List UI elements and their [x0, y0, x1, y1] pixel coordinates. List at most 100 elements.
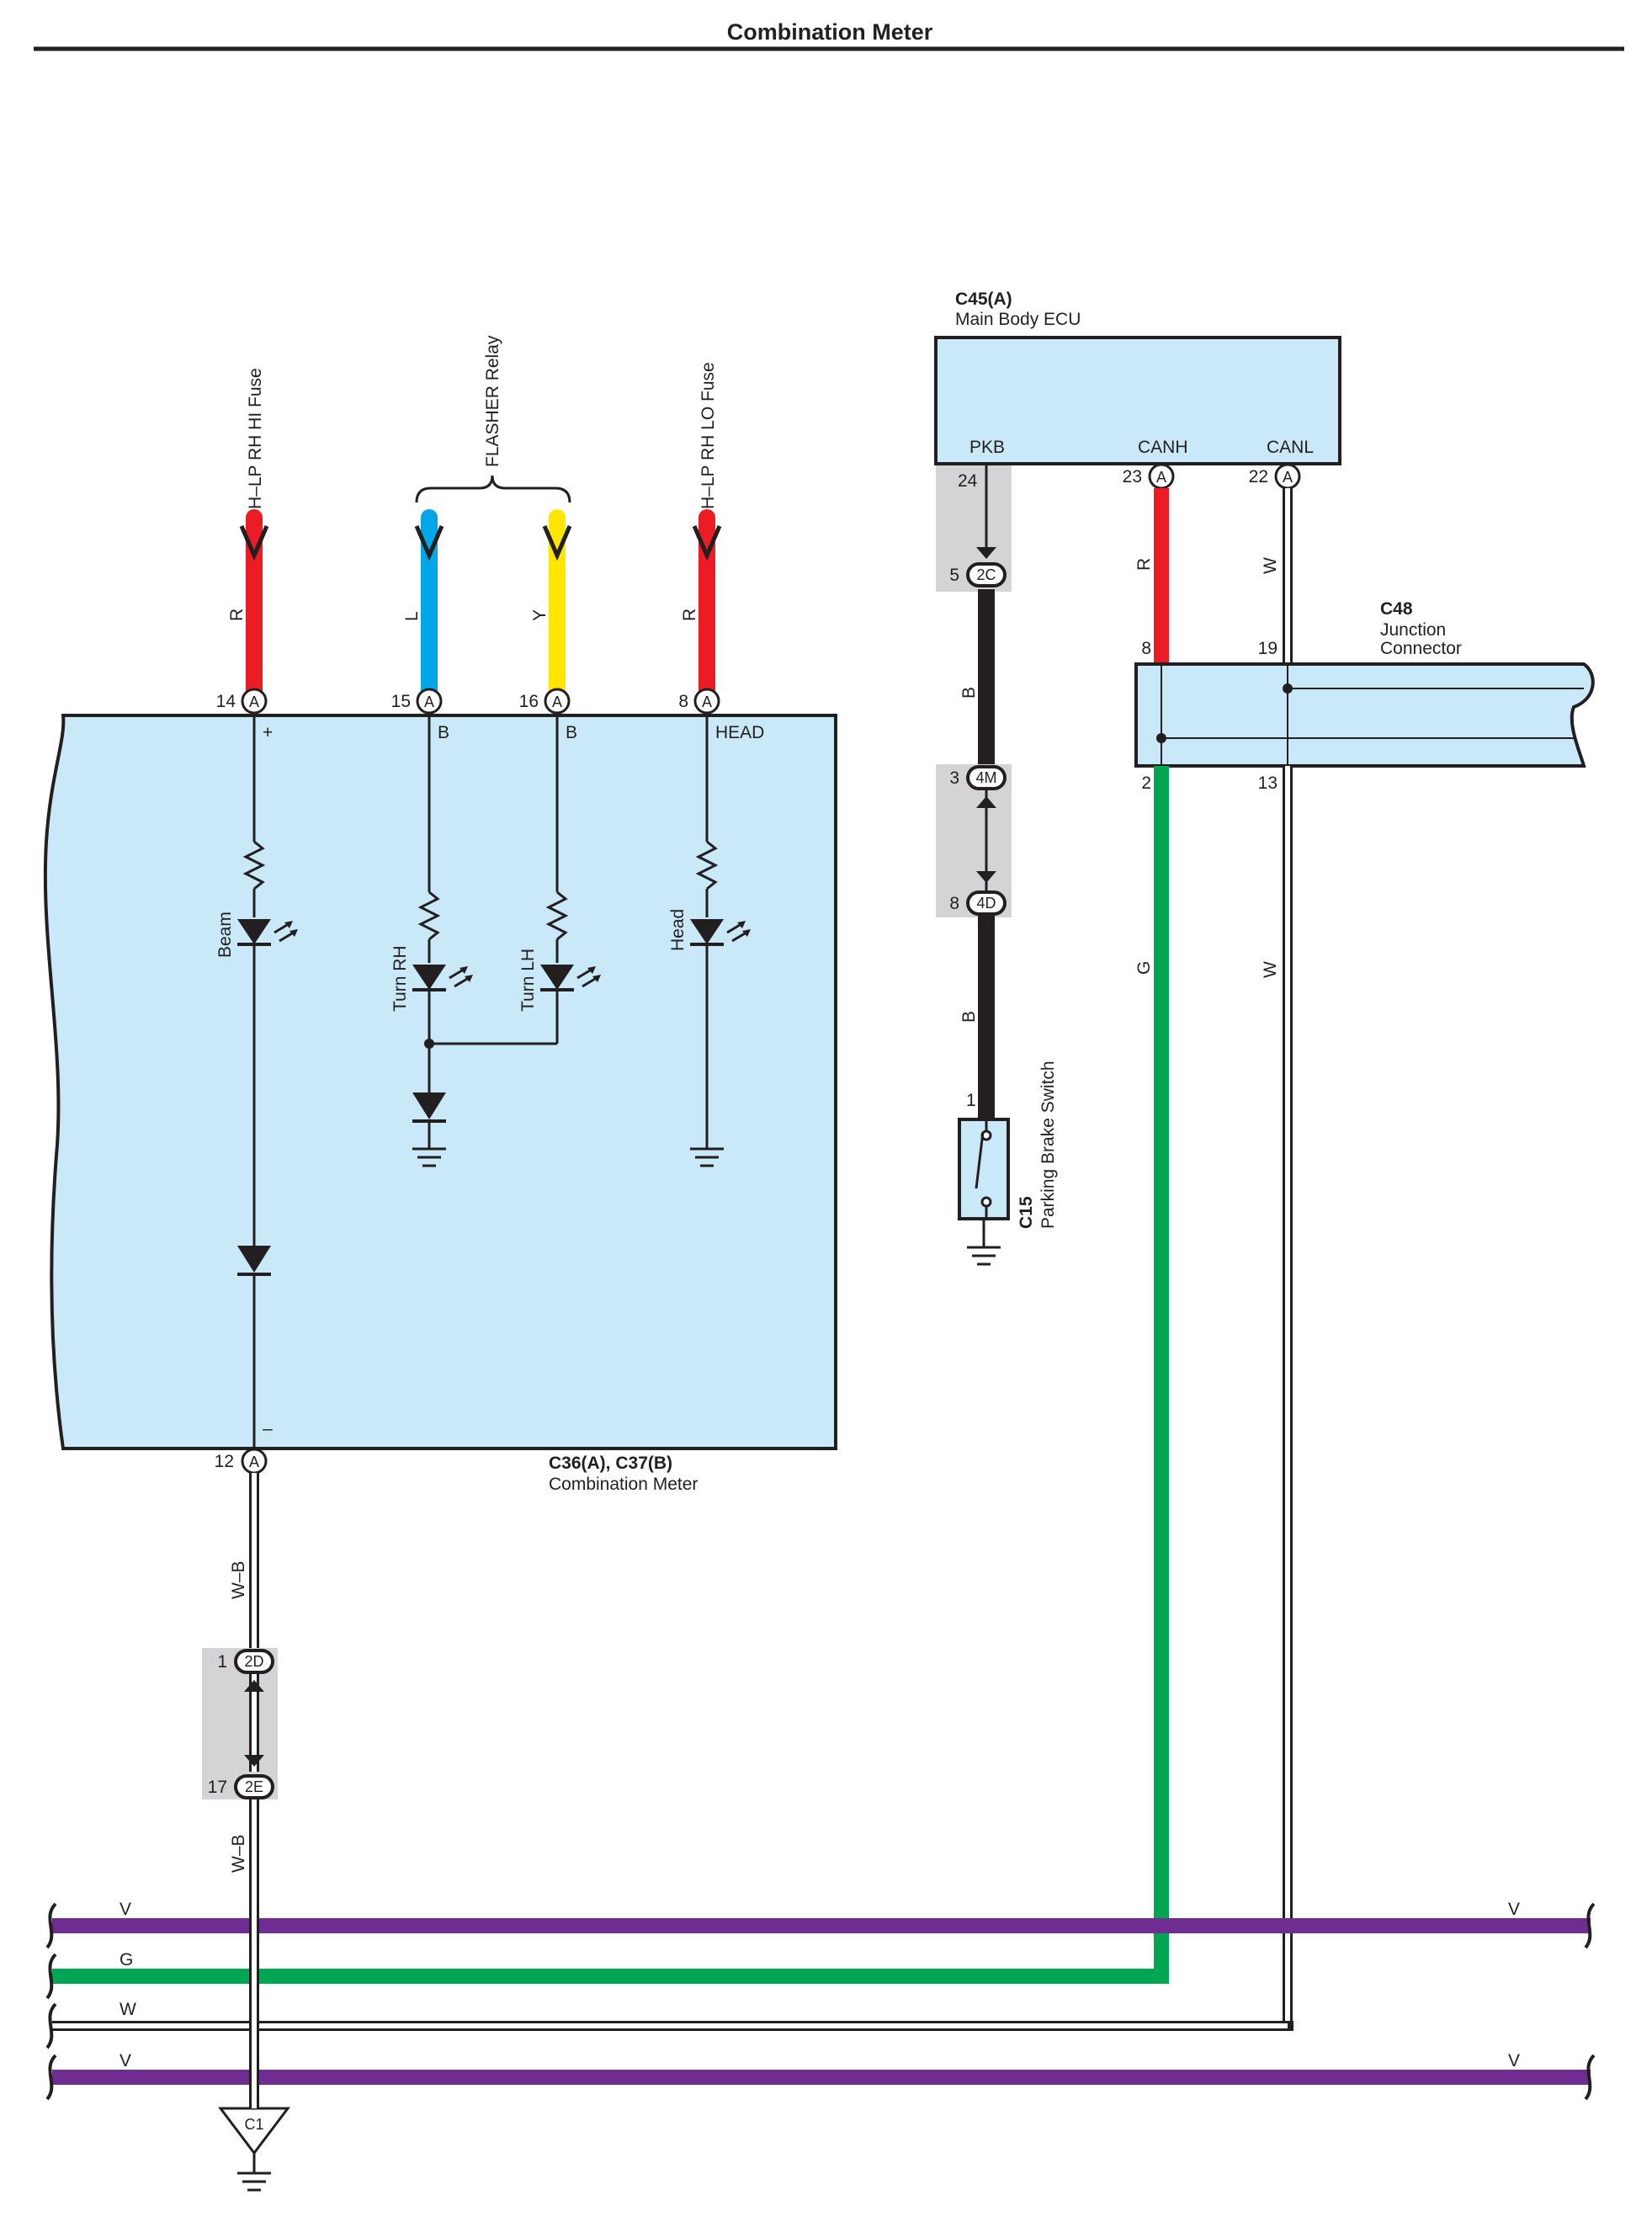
wire-label-canh-r: R: [1134, 558, 1154, 571]
beam-circuit: [242, 713, 266, 1447]
pin-num-8: 8: [678, 692, 688, 711]
junction-connector-c48: [1134, 662, 1595, 768]
junction-pin-8: 8: [1141, 639, 1151, 658]
wire-label-b1: B: [959, 687, 979, 699]
head-circuit: [695, 713, 719, 1149]
pin-num-16: 16: [519, 692, 539, 711]
combination-meter-body: [43, 714, 837, 1450]
switch-pin-1: 1: [966, 1091, 976, 1110]
lamp-label-head: Head: [668, 909, 688, 951]
parking-brake-switch: [958, 1118, 1010, 1220]
pin-8-4d: 8: [949, 894, 959, 913]
source-arrow-3: [542, 525, 572, 561]
conn-2d-label: 2D: [244, 1653, 263, 1670]
pin-num-22: 22: [1249, 467, 1268, 486]
pin-conn-23: A: [1156, 469, 1166, 486]
pin-3: 3: [949, 768, 959, 788]
wire-label-y: Y: [530, 609, 550, 621]
bus-label-v-top-left: V: [120, 1900, 131, 1919]
ground-label-c1: C1: [244, 2116, 263, 2133]
wire-label-l: L: [402, 611, 422, 621]
wire-label-r1: R: [227, 609, 247, 621]
source-hi-fuse: H–LP RH HI Fuse: [246, 368, 265, 509]
junction-name-2: Connector: [1380, 639, 1462, 658]
junction-dot-canl: [1283, 683, 1293, 694]
page-title: Combination Meter: [727, 19, 933, 45]
ground-symbol-switch: [967, 1219, 1001, 1266]
term-b-1: B: [438, 723, 449, 742]
term-head: HEAD: [715, 723, 764, 742]
wire-label-canl-w2: W: [1261, 961, 1280, 978]
source-flasher-relay: FLASHER Relay: [483, 335, 502, 467]
pin-conn-8: A: [702, 694, 712, 710]
connector-2d-2e: [234, 1649, 274, 1799]
bus-label-v-top-right: V: [1508, 1900, 1520, 1919]
conn-2d-pin: 1: [217, 1652, 227, 1672]
meter-top-pins: A 14 A 15 A 16 A 8: [216, 688, 720, 715]
wire-label-canh-g: G: [1134, 961, 1154, 975]
bus-label-v-bottom-left: V: [120, 2051, 131, 2070]
flasher-brace: [415, 475, 571, 503]
ecu-term-canh: CANH: [1138, 438, 1188, 457]
pin-conn-15: A: [424, 694, 434, 710]
source-arrow-2: [414, 525, 444, 561]
turn-diode: [412, 1092, 446, 1123]
bus-label-w: W: [120, 2000, 136, 2019]
switch-name: Parking Brake Switch: [1038, 1060, 1058, 1229]
source-arrow-4: [692, 525, 722, 561]
bus-break-right: [1584, 1902, 1596, 2101]
ecu-code: C45(A): [955, 290, 1012, 309]
junction-pin-19: 19: [1258, 639, 1278, 658]
pin-num-12: 12: [215, 1452, 234, 1471]
turn-rh-circuit: [417, 713, 557, 1149]
junction-name-1: Junction: [1380, 620, 1446, 640]
pin-num-23: 23: [1123, 467, 1142, 486]
top-wires: [239, 509, 722, 701]
lamp-label-turn-rh: Turn RH: [390, 945, 410, 1012]
conn-2e-pin: 17: [208, 1778, 227, 1797]
pin-conn-12: A: [249, 1454, 259, 1470]
meter-name: Combination Meter: [549, 1475, 698, 1494]
conn-2c-label: 2C: [976, 566, 996, 583]
conn-4m-label: 4M: [975, 769, 996, 786]
turn-junction-dot: [424, 1039, 434, 1049]
pin-num-14: 14: [216, 692, 236, 711]
beam-diode: [237, 1246, 271, 1276]
pin-conn-16: A: [552, 694, 562, 710]
junction-dot-canh: [1156, 733, 1166, 743]
bus-label-v-bottom-right: V: [1508, 2051, 1520, 2070]
ecu-term-canl: CANL: [1267, 438, 1314, 457]
ground-symbol-turn: [412, 1147, 446, 1167]
bus-green-g: [52, 766, 1169, 1984]
ground-symbol-head: [690, 1147, 724, 1167]
ecu-name: Main Body ECU: [955, 310, 1081, 329]
junction-pin-13: 13: [1258, 773, 1278, 793]
conn-2e-label: 2E: [245, 1778, 263, 1795]
bus-label-g: G: [120, 1950, 133, 1970]
wire-label-wb-upper: W–B: [229, 1560, 248, 1599]
bus-break-left: [45, 1902, 57, 2101]
main-body-ecu: [934, 336, 1341, 465]
conn-4d-label: 4D: [976, 895, 996, 912]
pin-conn-22: A: [1283, 469, 1293, 486]
conn-2c-oval: [966, 562, 1007, 587]
source-lo-fuse: H–LP RH LO Fuse: [699, 362, 718, 509]
junction-internal-lines: [1161, 664, 1584, 766]
switch-code: C15: [1017, 1196, 1036, 1229]
term-plus: +: [263, 723, 273, 742]
arrow-pkb-1: [976, 547, 996, 559]
meter-code: C36(A), C37(B): [549, 1454, 672, 1473]
term-b-2: B: [566, 723, 577, 742]
turn-lh-circuit: [545, 713, 569, 1044]
wire-label-wb-lower: W–B: [229, 1834, 248, 1873]
source-arrow-1: [239, 525, 269, 561]
pin-24: 24: [958, 471, 978, 491]
lamp-label-beam: Beam: [215, 912, 235, 958]
pin-num-15: 15: [391, 692, 411, 711]
pin-5: 5: [949, 566, 959, 585]
wire-label-canl-w1: W: [1261, 557, 1280, 574]
junction-code: C48: [1380, 599, 1413, 619]
wire-label-r2: R: [680, 609, 699, 621]
term-minus: –: [263, 1419, 273, 1438]
